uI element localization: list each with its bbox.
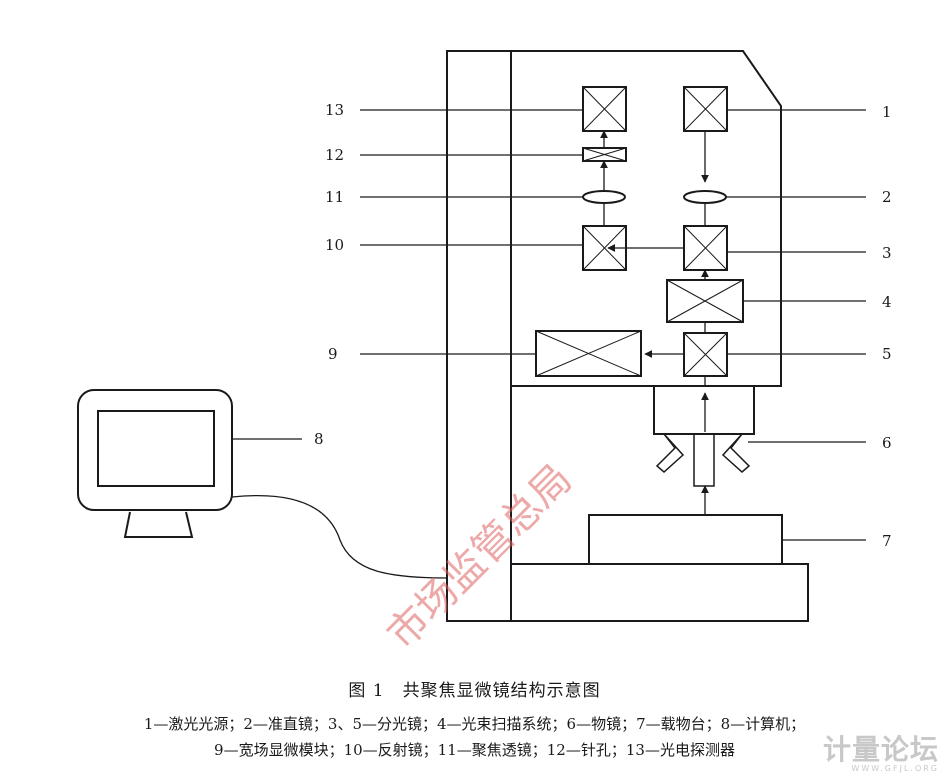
microscope-column <box>446 50 512 622</box>
site-logo-url: WWW.GFJL.ORG <box>851 764 939 773</box>
pinhole <box>582 147 627 162</box>
microscope-base <box>510 563 809 622</box>
objective <box>653 386 755 487</box>
computer <box>77 389 233 538</box>
sample-stage <box>588 514 783 565</box>
beam-paths <box>600 130 709 515</box>
legend-line-1: 1—激光光源；2—准直镜；3、5—分光镜；4—光束扫描系统；6—物镜；7—载物台… <box>143 715 806 733</box>
legend-line-2: 9—宽场显微模块；10—反射镜；11—聚焦透镜；12—针孔；13—光电探测器 <box>214 741 735 759</box>
label-7: 7 <box>882 532 892 550</box>
label-6: 6 <box>882 434 892 452</box>
widefield-module <box>535 330 642 377</box>
label-2: 2 <box>882 188 892 206</box>
collimating-lens <box>683 190 727 204</box>
label-3: 3 <box>882 244 892 262</box>
site-logo: 计量论坛 WWW.GFJL.ORG <box>823 728 939 773</box>
leader-lines <box>232 109 866 541</box>
focusing-lens <box>582 190 626 204</box>
label-10: 10 <box>325 236 344 254</box>
label-11: 11 <box>325 188 344 206</box>
optics-housing <box>511 50 782 387</box>
label-5: 5 <box>882 345 892 363</box>
scanning-system <box>666 279 744 323</box>
label-9: 9 <box>328 345 338 363</box>
label-12: 12 <box>325 146 344 164</box>
beam-splitter-3 <box>683 225 728 271</box>
label-13: 13 <box>325 101 344 119</box>
laser-source <box>683 86 728 132</box>
label-8: 8 <box>314 430 324 448</box>
computer-cable <box>231 495 448 579</box>
label-4: 4 <box>882 293 892 311</box>
photodetector <box>582 86 627 132</box>
site-logo-text: 计量论坛 <box>822 733 939 766</box>
beam-splitter-5 <box>683 332 728 377</box>
label-1: 1 <box>882 103 892 121</box>
figure-caption: 图 1 共聚焦显微镜结构示意图 <box>348 681 601 701</box>
